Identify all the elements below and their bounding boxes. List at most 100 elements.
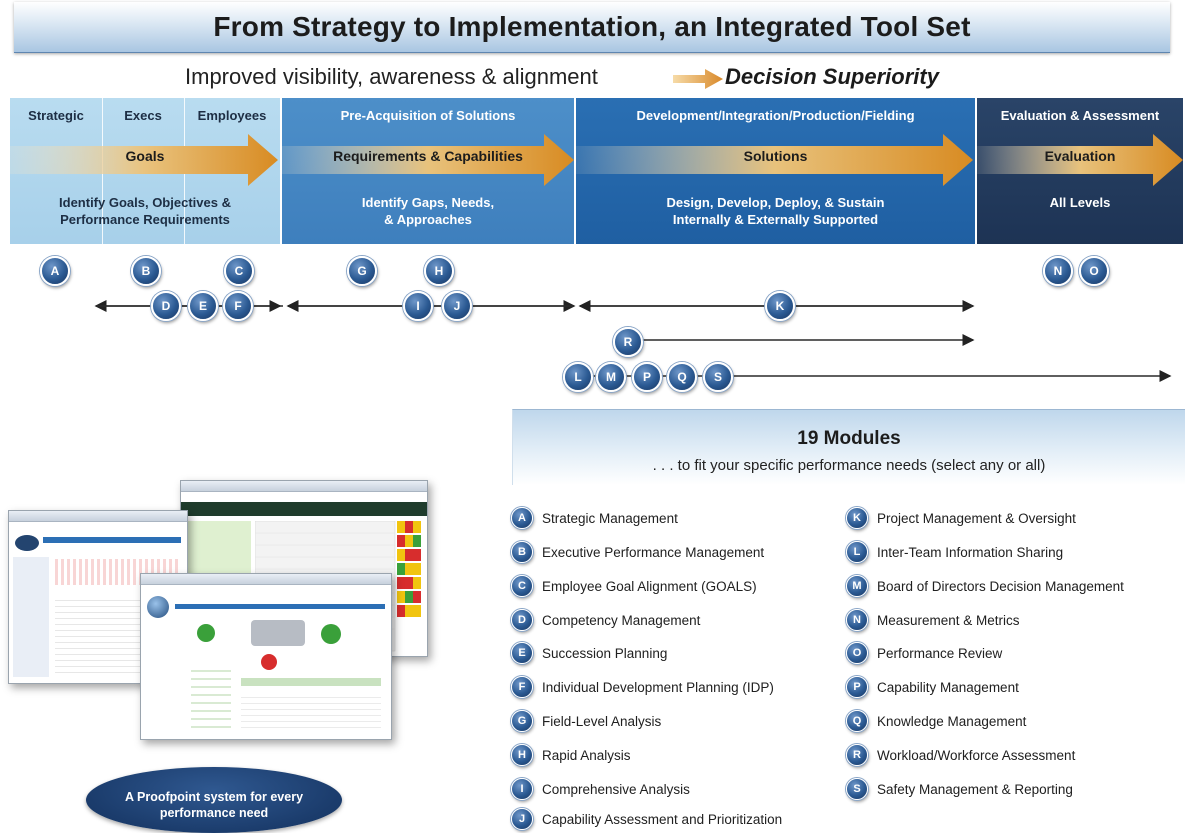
module-label: Inter-Team Information Sharing: [877, 544, 1064, 560]
marker-icon: S: [846, 778, 868, 800]
module-label: Strategic Management: [542, 510, 678, 526]
marker-d: D: [151, 291, 181, 321]
module-item-l: L Inter-Team Information Sharing: [846, 540, 1063, 564]
module-item-g: G Field-Level Analysis: [511, 709, 661, 733]
marker-e: E: [188, 291, 218, 321]
phase-description-evaluation: All Levels: [1049, 195, 1111, 210]
screenshot-dashboard-front: [140, 573, 392, 740]
solutions-arrow: [576, 134, 973, 186]
band-label-evaluation: Evaluation: [1044, 148, 1116, 164]
module-item-m: M Board of Directors Decision Management: [846, 574, 1124, 598]
marker-icon: F: [511, 676, 533, 698]
phase-description-goals: Identify Goals, Objectives & Performance…: [59, 195, 231, 227]
band-label-goals: Goals: [125, 148, 165, 164]
marker-icon: J: [511, 808, 533, 830]
module-item-h: H Rapid Analysis: [511, 743, 631, 767]
marker-f: F: [223, 291, 253, 321]
modules-title: 19 Modules: [797, 428, 901, 449]
phase-header-employees: Employees: [197, 108, 267, 123]
module-label: Succession Planning: [542, 645, 668, 661]
marker-icon: B: [511, 541, 533, 563]
marker-icon: D: [511, 609, 533, 631]
marker-icon: R: [846, 744, 868, 766]
marker-k: K: [765, 291, 795, 321]
module-label: Knowledge Management: [877, 713, 1027, 729]
marker-icon: Q: [846, 710, 868, 732]
phase-header-evaluation: Evaluation & Assessment: [1000, 108, 1160, 123]
band-label-requirements: Requirements & Capabilities: [333, 148, 523, 164]
marker-r: R: [613, 327, 643, 357]
modules-header: 19 Modules . . . to fit your specific pe…: [512, 409, 1185, 485]
marker-m: M: [596, 362, 626, 392]
phase-pre-acquisition: Pre-Acquisition of Solutions Requirement…: [282, 98, 574, 244]
module-label: Field-Level Analysis: [542, 713, 662, 729]
marker-icon: C: [511, 575, 533, 597]
marker-icon: G: [511, 710, 533, 732]
marker-b: B: [131, 256, 161, 286]
module-label: Capability Assessment and Prioritization: [542, 811, 783, 827]
module-label: Executive Performance Management: [542, 544, 765, 560]
marker-c: C: [224, 256, 254, 286]
marker-icon: K: [846, 507, 868, 529]
marker-icon: L: [846, 541, 868, 563]
marker-icon: M: [846, 575, 868, 597]
module-item-k: K Project Management & Oversight: [846, 506, 1076, 530]
marker-h: H: [424, 256, 454, 286]
module-item-s: S Safety Management & Reporting: [846, 777, 1073, 801]
goals-arrow: [10, 134, 278, 186]
module-item-p: P Capability Management: [846, 675, 1019, 699]
title-banner: From Strategy to Implementation, an Inte…: [14, 2, 1170, 53]
module-label: Rapid Analysis: [542, 747, 631, 763]
requirements-arrow: [282, 134, 574, 186]
module-label: Workload/Workforce Assessment: [877, 747, 1076, 763]
marker-icon: A: [511, 507, 533, 529]
module-label: Board of Directors Decision Management: [877, 578, 1124, 594]
band-label-solutions: Solutions: [743, 148, 808, 164]
subtitle-text: Improved visibility, awareness & alignme…: [185, 64, 598, 89]
phase-header-execs: Execs: [124, 108, 162, 123]
phase-description-pre-acquisition: Identify Gaps, Needs, & Approaches: [361, 195, 495, 227]
proofpoint-badge: A Proofpoint system for every performanc…: [86, 767, 342, 833]
module-item-n: N Measurement & Metrics: [846, 608, 1020, 632]
coverage-arrows: [94, 300, 1172, 382]
phase-header-development: Development/Integration/Production/Field…: [636, 108, 915, 123]
modules-subtitle: . . . to fit your specific performance n…: [652, 457, 1046, 474]
marker-icon: N: [846, 609, 868, 631]
marker-i: I: [403, 291, 433, 321]
marker-o: O: [1079, 256, 1109, 286]
module-item-a: A Strategic Management: [511, 506, 678, 530]
module-label: Competency Management: [542, 612, 701, 628]
marker-s: S: [703, 362, 733, 392]
marker-p: P: [632, 362, 662, 392]
subtitle-emphasis: Decision Superiority: [725, 64, 939, 89]
marker-icon: H: [511, 744, 533, 766]
phase-evaluation: Evaluation & Assessment Evaluation All L…: [977, 98, 1183, 244]
module-label: Employee Goal Alignment (GOALS): [542, 578, 757, 594]
marker-l: L: [563, 362, 593, 392]
module-label: Project Management & Oversight: [877, 510, 1076, 526]
phase-header-pre-acquisition: Pre-Acquisition of Solutions: [340, 108, 516, 123]
marker-q: Q: [667, 362, 697, 392]
module-item-d: D Competency Management: [511, 608, 700, 632]
module-item-b: B Executive Performance Management: [511, 540, 764, 564]
module-label: Safety Management & Reporting: [877, 781, 1073, 797]
evaluation-arrow: [977, 134, 1183, 186]
marker-n: N: [1043, 256, 1073, 286]
arrow-right-icon: [673, 69, 723, 89]
marker-icon: E: [511, 642, 533, 664]
page-title: From Strategy to Implementation, an Inte…: [213, 11, 971, 42]
marker-icon: P: [846, 676, 868, 698]
phase-goals: Strategic Execs Employees Goals Identify…: [10, 98, 280, 244]
module-item-q: Q Knowledge Management: [846, 709, 1026, 733]
phase-header-strategic: Strategic: [28, 108, 84, 123]
marker-g: G: [347, 256, 377, 286]
module-label: Measurement & Metrics: [877, 612, 1020, 628]
module-item-c: C Employee Goal Alignment (GOALS): [511, 574, 757, 598]
module-item-r: R Workload/Workforce Assessment: [846, 743, 1075, 767]
marker-a: A: [40, 256, 70, 286]
module-label: Capability Management: [877, 679, 1019, 695]
marker-icon: O: [846, 642, 868, 664]
phase-description-development: Design, Develop, Deploy, & Sustain Inter…: [666, 195, 885, 227]
